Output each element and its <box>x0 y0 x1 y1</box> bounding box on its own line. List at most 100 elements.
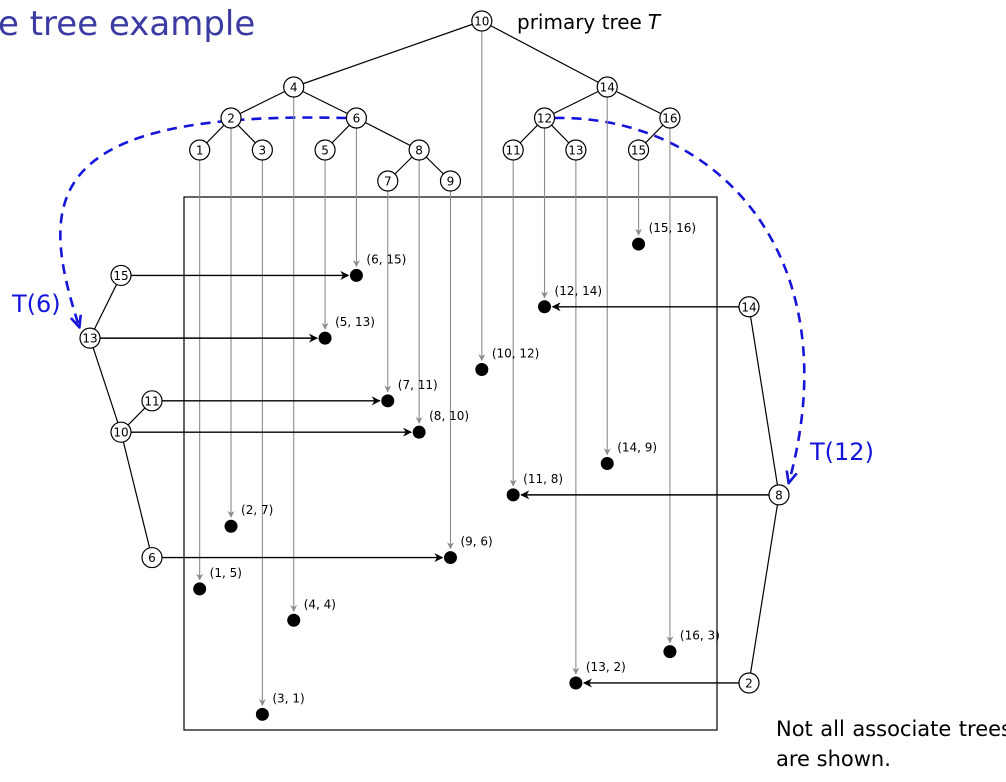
primary-node: 13 <box>565 139 587 161</box>
point-label: (6, 15) <box>366 252 406 266</box>
node-label: 14 <box>600 81 615 95</box>
primary-tree-edge <box>481 20 608 88</box>
node-label: 8 <box>415 144 423 158</box>
node-circle <box>141 390 163 412</box>
point-label: (1, 5) <box>210 566 242 580</box>
associate-tree-edge <box>89 275 122 339</box>
node-circle <box>141 546 163 569</box>
primary-tree-edge <box>544 86 608 119</box>
node-label: 9 <box>447 175 455 189</box>
primary-node: 2 <box>220 107 242 129</box>
associate-node: 8 <box>768 484 790 506</box>
node-label: 5 <box>321 144 329 158</box>
primary-tree-edge <box>356 117 420 151</box>
primary-node: 7 <box>377 170 399 192</box>
node-label: 12 <box>537 112 552 126</box>
node-label: 3 <box>259 144 267 158</box>
node-label: 14 <box>741 300 756 314</box>
node-circle <box>502 139 524 161</box>
node-circle <box>768 484 790 506</box>
node-label: 2 <box>745 676 753 690</box>
point-marker <box>663 645 677 659</box>
point-marker <box>412 425 426 439</box>
slide-title: e tree example <box>0 4 256 44</box>
point-marker <box>475 362 489 376</box>
node-label: 2 <box>227 112 235 126</box>
node-circle <box>596 76 618 98</box>
node-circle <box>314 139 336 161</box>
footnote: Not all associate trees are shown. <box>776 717 1006 771</box>
node-circle <box>439 170 462 192</box>
node-label: 13 <box>82 332 97 346</box>
projection-lines <box>196 31 674 707</box>
primary-node: 6 <box>345 107 368 129</box>
associate-link-right <box>554 116 806 482</box>
point-marker <box>443 551 457 565</box>
point-marker <box>632 237 646 251</box>
node-label: 10 <box>474 15 489 29</box>
node-label: 6 <box>148 551 156 565</box>
point-marker <box>381 394 395 408</box>
primary-node: 16 <box>659 107 681 129</box>
associate-node: 2 <box>738 672 760 694</box>
primary-node: 5 <box>314 139 336 161</box>
point-marker <box>569 676 583 690</box>
point-label: (8, 10) <box>429 409 469 423</box>
associate-node: 14 <box>738 296 760 318</box>
point-label: (10, 12) <box>492 346 540 360</box>
node-circle <box>251 139 273 161</box>
primary-tree-edge <box>293 86 357 119</box>
node-circle <box>283 76 305 98</box>
node-circle <box>345 107 368 129</box>
node-label: 10 <box>113 426 128 440</box>
node-label: 16 <box>662 112 677 126</box>
point-label: (15, 16) <box>649 221 697 235</box>
node-label: 4 <box>290 81 298 95</box>
primary-tree-label-text: primary tree <box>517 10 642 34</box>
primary-node: 8 <box>408 139 430 161</box>
point-label: (9, 6) <box>460 535 492 549</box>
node-circle <box>79 327 101 349</box>
node-circle <box>220 107 242 129</box>
node-circle <box>110 421 132 443</box>
point-label: (7, 11) <box>398 378 438 392</box>
node-circle <box>659 107 681 129</box>
associate-to-point-arrows <box>100 270 769 688</box>
associate-node: 15 <box>110 264 132 287</box>
primary-node: 14 <box>596 76 618 98</box>
points: (15, 16)(6, 15)(12, 14)(5, 13)(10, 12)(7… <box>193 221 720 721</box>
node-circle <box>377 170 399 192</box>
associate-tree-label: T(12) <box>809 438 874 466</box>
point-marker <box>600 457 614 471</box>
node-label: 15 <box>631 144 646 158</box>
point-label: (2, 7) <box>241 503 273 517</box>
primary-node: 11 <box>502 139 524 161</box>
primary-node: 3 <box>251 139 273 161</box>
point-marker <box>255 707 269 721</box>
point-marker <box>224 519 238 533</box>
node-label: 6 <box>353 112 361 126</box>
associate-node: 13 <box>79 327 101 349</box>
point-label: (14, 9) <box>617 441 657 455</box>
node-label: 1 <box>196 144 204 158</box>
primary-node: 4 <box>283 76 305 98</box>
associate-tree-edge <box>748 494 780 684</box>
primary-node: 12 <box>533 107 556 129</box>
point-label: (11, 8) <box>523 472 563 486</box>
point-marker <box>538 300 552 314</box>
associate-node: 11 <box>141 390 163 412</box>
node-circle <box>627 139 650 161</box>
node-label: 11 <box>506 144 521 158</box>
associate-node: 6 <box>141 546 163 569</box>
primary-tree-symbol: T <box>648 10 662 34</box>
associate-tree-edge <box>89 337 122 433</box>
point-marker <box>506 488 520 502</box>
node-circle <box>408 139 430 161</box>
primary-node: 9 <box>439 170 462 192</box>
associate-tree-edge <box>748 306 780 495</box>
primary-node: 15 <box>627 139 650 161</box>
node-circle <box>738 296 760 318</box>
point-marker <box>349 268 363 282</box>
node-circle <box>533 107 556 129</box>
